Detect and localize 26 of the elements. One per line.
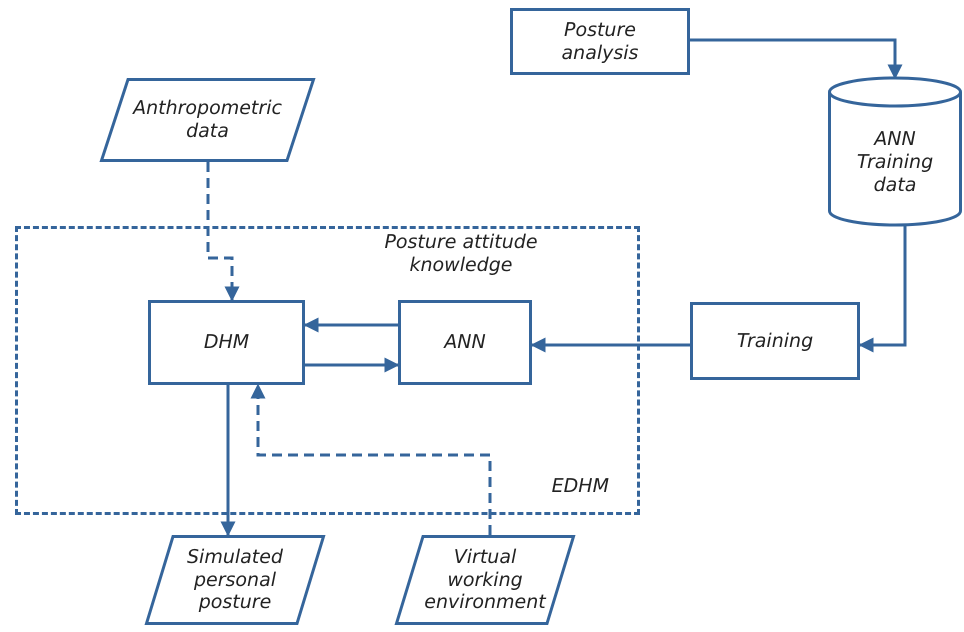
- arrow: [690, 38, 902, 80]
- arrow: [304, 318, 398, 332]
- process-box: [148, 300, 305, 385]
- node-label: Simulated personal posture: [186, 546, 284, 614]
- annotation-text: Posture attitude knowledge: [383, 231, 539, 277]
- node-label: Virtual working environment: [423, 546, 548, 614]
- group-label: EDHM: [552, 475, 609, 498]
- node-label: ANN: [442, 331, 487, 354]
- arrow: [530, 338, 690, 352]
- arrow: [206, 162, 240, 302]
- data-parallelogram: [145, 535, 325, 625]
- node-label: ANN Training data: [856, 128, 934, 197]
- arrow: [305, 358, 400, 372]
- node-label: Posture analysis: [560, 18, 640, 64]
- process-box: [690, 302, 860, 380]
- node-label: Training: [736, 330, 814, 352]
- data-parallelogram: [100, 78, 315, 162]
- arrow: [220, 385, 236, 536]
- node-label: Anthropometric data: [131, 97, 283, 143]
- node-label: DHM: [202, 331, 250, 354]
- data-parallelogram: [395, 535, 575, 625]
- arrow: [858, 225, 906, 352]
- arrow: [250, 384, 492, 535]
- dashed-boundary: [15, 226, 640, 515]
- process-box: [510, 8, 690, 75]
- database-cylinder: [828, 78, 962, 225]
